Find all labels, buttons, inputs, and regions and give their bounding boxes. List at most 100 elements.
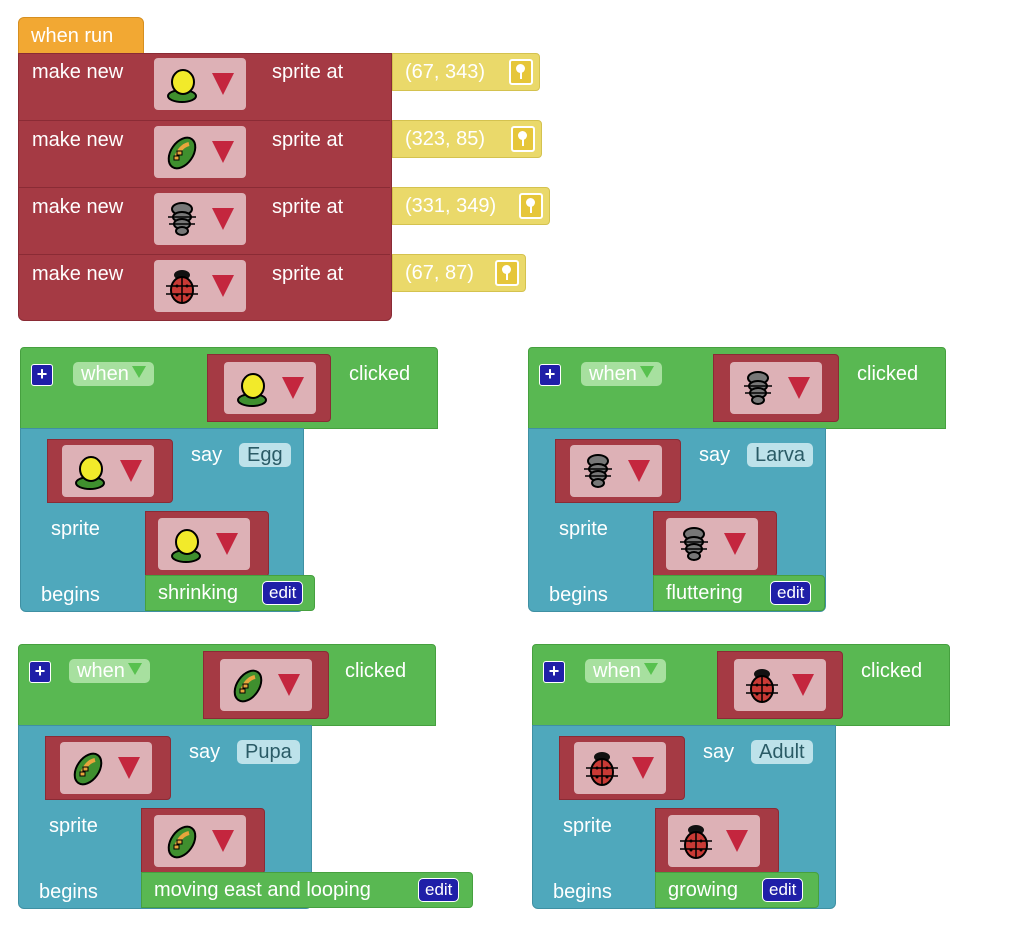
event-type-dropdown[interactable]: when <box>73 362 154 386</box>
sprite-dropdown[interactable] <box>224 362 316 414</box>
when-clicked-block[interactable]: + when clicked <box>532 644 950 726</box>
sprite-block[interactable] <box>717 651 843 719</box>
say-text-field[interactable]: Larva <box>747 443 814 467</box>
ladybug-sprite-icon <box>582 748 622 788</box>
sprite-dropdown[interactable] <box>154 815 246 867</box>
ladybug-sprite-icon <box>742 665 782 705</box>
sprite-block[interactable] <box>47 439 173 503</box>
sprite-block[interactable] <box>655 808 779 874</box>
pupa-sprite-icon <box>68 748 108 788</box>
say-text-field[interactable]: Adult <box>751 740 813 764</box>
make-new-sprite-block[interactable]: make new sprite at <box>18 53 390 119</box>
larva-sprite-icon <box>738 368 778 408</box>
sprite-block[interactable] <box>141 808 265 874</box>
sprite-at-label: sprite at <box>272 61 344 83</box>
ladybug-sprite-icon <box>676 821 716 861</box>
sprite-dropdown[interactable] <box>62 445 154 497</box>
sprite-block[interactable] <box>559 736 685 800</box>
behavior-block[interactable]: growing edit <box>655 872 819 908</box>
sprite-dropdown[interactable] <box>730 362 822 414</box>
when-run-label: when run <box>31 25 114 47</box>
location-pin-icon[interactable] <box>519 193 543 219</box>
add-icon[interactable]: + <box>539 364 561 386</box>
edit-button[interactable]: edit <box>770 581 812 605</box>
make-new-sprite-block[interactable]: make new sprite at <box>18 254 390 319</box>
coordinate-value: (323, 85) <box>405 128 486 150</box>
chevron-down-icon <box>639 366 654 378</box>
sprite-dropdown[interactable] <box>734 659 826 711</box>
sprite-block[interactable] <box>145 511 269 577</box>
sprite-dropdown[interactable] <box>158 518 250 570</box>
clicked-label: clicked <box>349 363 411 385</box>
say-text-field[interactable]: Egg <box>239 443 291 467</box>
coordinate-block[interactable]: (323, 85) <box>392 120 542 158</box>
coordinate-value: (67, 87) <box>405 262 474 284</box>
sprite-dropdown[interactable] <box>154 260 246 312</box>
clicked-label: clicked <box>857 363 919 385</box>
sprite-dropdown[interactable] <box>668 815 760 867</box>
add-icon[interactable]: + <box>543 661 565 683</box>
chevron-down-icon <box>788 377 810 399</box>
say-and-behavior-stack[interactable]: say Adult sprite begins growing edit <box>532 725 836 909</box>
coordinate-block[interactable]: (331, 349) <box>392 187 550 225</box>
behavior-block[interactable]: shrinking edit <box>145 575 315 611</box>
make-new-sprite-block[interactable]: make new sprite at <box>18 120 390 187</box>
chevron-down-icon <box>216 533 238 555</box>
larva-sprite-icon <box>578 451 618 491</box>
behavior-name: growing <box>668 879 739 901</box>
when-clicked-block[interactable]: + when clicked <box>528 347 946 429</box>
event-type-dropdown[interactable]: when <box>585 659 666 683</box>
pupa-sprite-icon <box>228 665 268 705</box>
chevron-down-icon <box>212 275 234 297</box>
pupa-sprite-icon <box>162 132 202 172</box>
sprite-dropdown[interactable] <box>574 742 666 794</box>
edit-button[interactable]: edit <box>262 581 304 605</box>
sprite-label: sprite <box>563 815 612 837</box>
sprite-block[interactable] <box>207 354 331 422</box>
say-and-behavior-stack[interactable]: say Larva sprite begins fluttering edit <box>528 428 826 612</box>
event-type-dropdown[interactable]: when <box>69 659 150 683</box>
sprite-at-label: sprite at <box>272 196 344 218</box>
egg-sprite-icon <box>162 64 202 104</box>
say-label: say <box>699 444 731 466</box>
make-new-sprite-block[interactable]: make new sprite at <box>18 187 390 254</box>
location-pin-icon[interactable] <box>509 59 533 85</box>
coordinate-block[interactable]: (67, 87) <box>392 254 526 292</box>
behavior-name: fluttering <box>666 582 743 604</box>
behavior-block[interactable]: fluttering edit <box>653 575 825 611</box>
when-label: when <box>589 363 637 385</box>
sprite-block[interactable] <box>203 651 329 719</box>
sprite-dropdown[interactable] <box>570 445 662 497</box>
begins-label: begins <box>39 881 98 903</box>
say-and-behavior-stack[interactable]: say Pupa sprite begins moving east and l… <box>18 725 473 909</box>
add-icon[interactable]: + <box>31 364 53 386</box>
sprite-block[interactable] <box>713 354 839 422</box>
sprite-dropdown[interactable] <box>220 659 312 711</box>
behavior-block[interactable]: moving east and looping edit <box>141 872 473 908</box>
edit-button[interactable]: edit <box>418 878 460 902</box>
chevron-down-icon <box>282 377 304 399</box>
sprite-dropdown[interactable] <box>666 518 758 570</box>
event-type-dropdown[interactable]: when <box>581 362 662 386</box>
sprite-at-label: sprite at <box>272 263 344 285</box>
chevron-down-icon <box>118 757 140 779</box>
add-icon[interactable]: + <box>29 661 51 683</box>
sprite-dropdown[interactable] <box>154 126 246 178</box>
make-new-label: make new <box>32 129 124 151</box>
sprite-dropdown[interactable] <box>60 742 152 794</box>
say-and-behavior-stack[interactable]: say Egg sprite begins shrinking edit <box>20 428 315 612</box>
sprite-block[interactable] <box>555 439 681 503</box>
edit-button[interactable]: edit <box>762 878 804 902</box>
say-text-field[interactable]: Pupa <box>237 740 300 764</box>
sprite-block[interactable] <box>45 736 171 800</box>
location-pin-icon[interactable] <box>495 260 519 286</box>
when-clicked-block[interactable]: + when clicked <box>20 347 438 429</box>
when-clicked-block[interactable]: + when clicked <box>18 644 436 726</box>
when-run-hat-block[interactable]: when run <box>18 17 144 55</box>
sprite-block[interactable] <box>653 511 777 577</box>
sprite-dropdown[interactable] <box>154 193 246 245</box>
coordinate-block[interactable]: (67, 343) <box>392 53 540 91</box>
when-label: when <box>81 363 129 385</box>
sprite-dropdown[interactable] <box>154 58 246 110</box>
location-pin-icon[interactable] <box>511 126 535 152</box>
